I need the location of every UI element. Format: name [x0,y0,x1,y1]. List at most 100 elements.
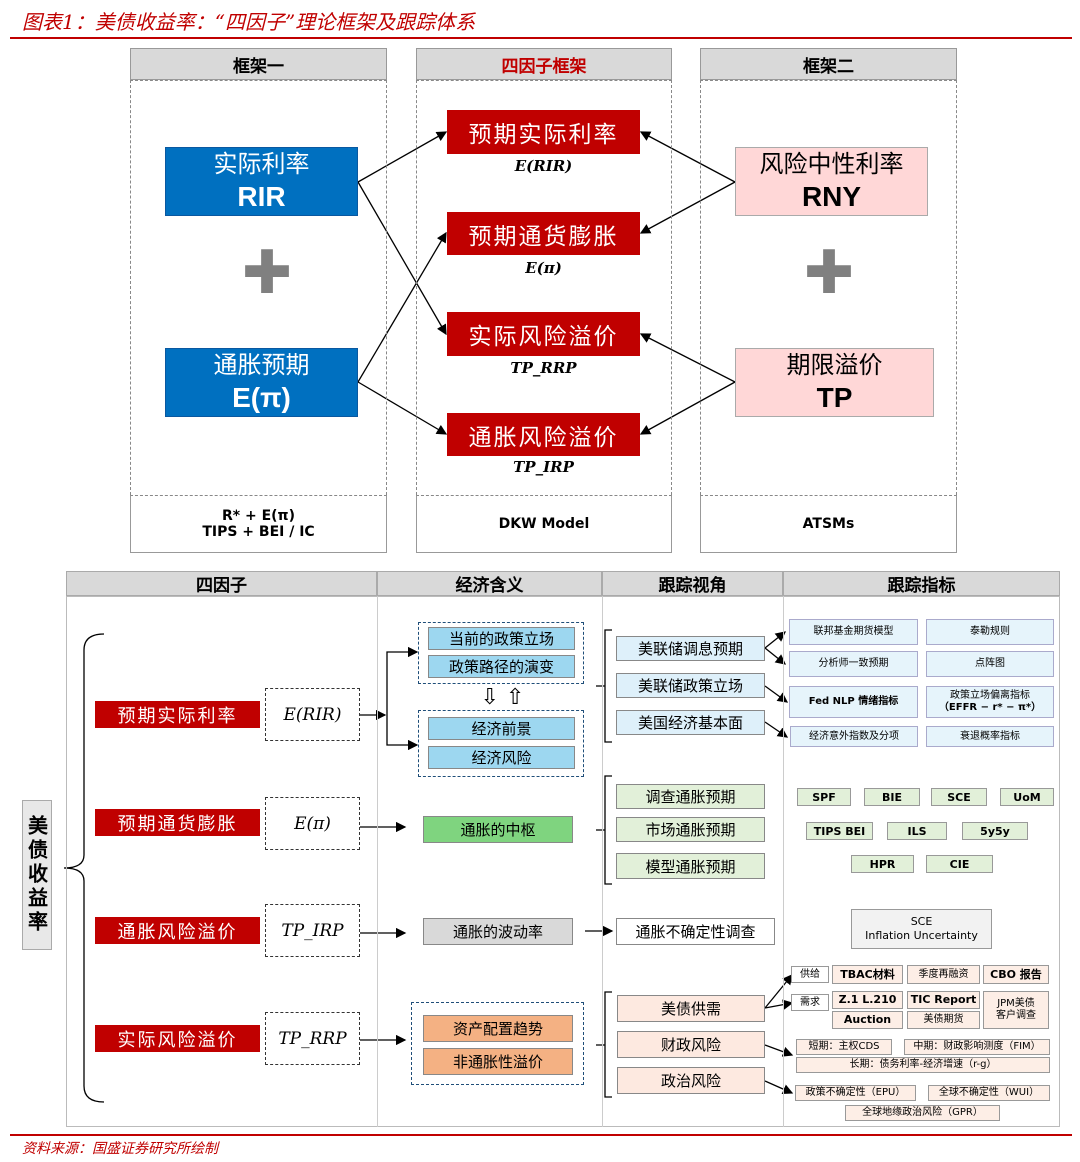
plus-icon: ✚ [803,238,855,308]
factor-label: 预期通货膨胀 [95,809,260,836]
indicator: 短期：主权CDS [796,1039,892,1055]
label: 实际利率 [213,150,310,178]
indicator-line: Inflation Uncertainty [865,929,978,942]
indicator: 全球地缘政治风险（GPR） [845,1105,1000,1121]
perspective-box: 调查通胀预期 [616,784,765,809]
indicator: 泰勒规则 [926,619,1054,645]
col-header: 经济含义 [377,571,602,596]
indicator: 分析师一致预期 [789,651,918,677]
indicator: HPR [851,855,914,873]
label-en: RIR [237,181,286,212]
label-en: TP [816,382,853,413]
plus-icon: ✚ [241,238,293,308]
label: 通胀预期 [213,351,310,379]
atsms: ATSMs [700,495,957,553]
economy-group [418,710,584,777]
indicator: BIE [864,788,920,806]
footer-rule [10,1134,1072,1136]
method-line: TIPS + BEI / IC [202,524,315,540]
indicator: 联邦基金期货模型 [789,619,918,645]
label-en: E(π) [232,382,291,413]
indicator: UoM [1000,788,1054,806]
perspective-box: 模型通胀预期 [616,853,765,879]
indicator: CIE [926,855,993,873]
column-2 [416,80,672,495]
factor-label: 实际风险溢价 [95,1025,260,1052]
divider [783,596,784,1127]
header-framework-1: 框架一 [130,48,387,80]
real-rate-box: 实际利率 RIR [165,147,358,216]
divider [602,596,603,1127]
indicator: TIC Report [907,991,980,1009]
risk-neutral-rate-box: 风险中性利率 RNY [735,147,928,216]
factor-symbol: TP_IRP [513,458,574,476]
supply-label: 供给 [791,966,829,983]
indicator-line: 客户调查 [996,1010,1036,1021]
indicator: 政策不确定性（EPU） [795,1085,916,1101]
label: 风险中性利率 [759,150,904,178]
indicator: TIPS BEI [806,822,873,840]
indicator: 全球不确定性（WUI） [928,1085,1050,1101]
indicator-line: 政策立场偏离指标 [950,690,1030,701]
factor-box: 预期通货膨胀 [447,212,640,255]
perspective-box: 美债供需 [617,995,765,1022]
factor-formula: TP_RRP [265,1012,360,1065]
indicator: 政策立场偏离指标（EFFR − r* − π*） [926,686,1054,718]
figure-title: 图表1：美债收益率：“四因子”理论框架及跟踪体系 [22,10,476,34]
factor-label: 预期实际利率 [95,701,260,728]
indicator-line: SCE [910,914,933,928]
indicator: CBO 报告 [983,965,1049,984]
dkw-model: DKW Model [416,495,672,553]
perspective-box: 美国经济基本面 [616,710,765,735]
col-header: 四因子 [66,571,377,596]
indicator: Z.1 L.210 [832,991,903,1009]
treasury-yield-label: 美债收益率 [22,800,52,950]
meaning-box: 资产配置趋势 [423,1015,573,1042]
factor-symbol: TP_RRP [510,359,577,377]
indicator: 美债期货 [907,1011,980,1029]
header-framework-2: 框架二 [700,48,957,80]
meaning-box: 当前的政策立场 [428,627,575,650]
indicator-line: （EFFR − r* − π*） [938,702,1042,713]
source-note: 资料来源：国盛证券研究所绘制 [22,1141,218,1157]
perspective-box: 财政风险 [617,1031,765,1058]
indicator: SPF [797,788,851,806]
indicator: ILS [887,822,947,840]
meaning-box: 通胀的波动率 [423,918,573,945]
framework-1-method: R* + E(π)TIPS + BEI / IC [130,495,387,553]
factor-box: 预期实际利率 [447,110,640,154]
factor-formula: TP_IRP [265,904,360,957]
indicator: SCE [931,788,987,806]
factor-symbol: E(RIR) [514,157,573,175]
rrp-group [411,1002,584,1085]
indicator: 长期：债务利率-经济增速（r-g） [796,1057,1050,1073]
indicator: Fed NLP 情绪指标 [789,686,918,718]
meaning-box: 通胀的中枢 [423,816,573,843]
factor-box: 通胀风险溢价 [447,413,640,456]
factor-box: 实际风险溢价 [447,312,640,356]
label-en: RNY [801,181,862,212]
indicator-line: JPM美债 [997,998,1035,1009]
indicator: JPM美债客户调查 [983,991,1049,1029]
indicator: TBAC材料 [832,965,903,984]
label: 期限溢价 [786,351,883,379]
meaning-box: 非通胀性溢价 [423,1048,573,1075]
indicator: 点阵图 [926,651,1054,677]
divider [377,596,378,1127]
column-3 [700,80,957,495]
table-body [66,596,1060,1127]
policy-group [418,622,584,684]
indicator: 中期：财政影响测度（FIM） [904,1039,1050,1055]
column-1 [130,80,387,495]
up-down-arrows-icon: ⇩ ⇧ [480,684,525,710]
factor-label: 通胀风险溢价 [95,917,260,944]
perspective-box: 美联储政策立场 [616,673,765,698]
perspective-box: 美联储调息预期 [616,636,765,661]
demand-label: 需求 [791,994,829,1011]
perspective-box: 市场通胀预期 [616,817,765,842]
col-header: 跟踪视角 [602,571,783,596]
indicator: 衰退概率指标 [926,726,1054,747]
indicator: Auction [832,1011,903,1029]
indicator: 5y5y [962,822,1028,840]
